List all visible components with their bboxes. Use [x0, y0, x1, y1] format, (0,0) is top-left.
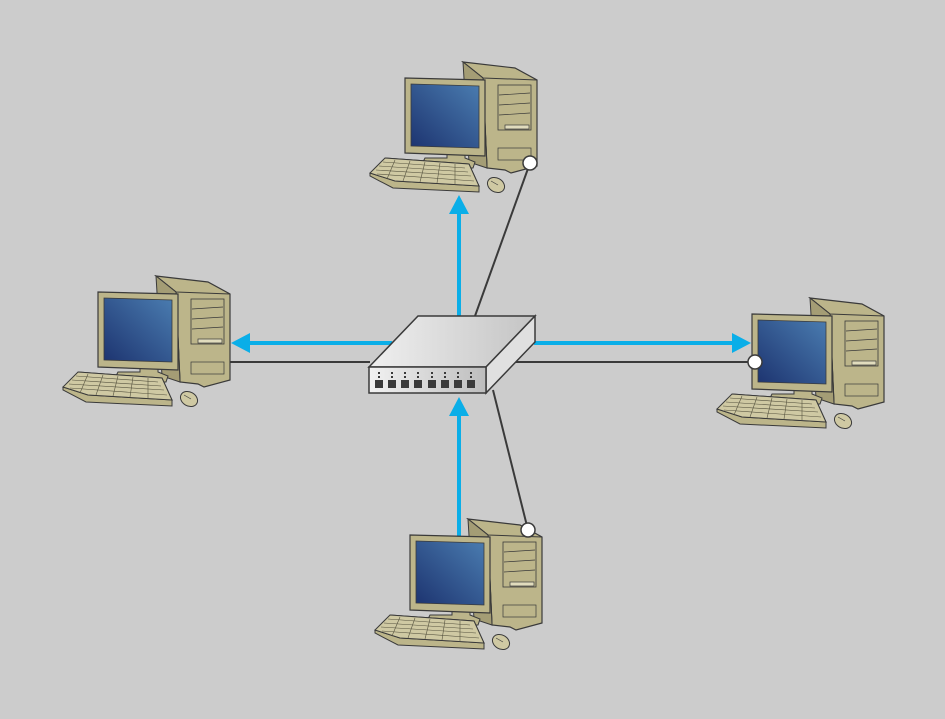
cables: [228, 162, 755, 531]
port-dot: [522, 155, 538, 171]
arrow-head-icon: [449, 397, 469, 416]
connection-points: [520, 155, 763, 538]
port-dot: [520, 522, 536, 538]
desktop-computer-icon[interactable]: [716, 297, 885, 433]
arrow-head-icon: [231, 333, 250, 353]
network-switch-icon[interactable]: [367, 314, 537, 395]
flow-arrows: [231, 195, 751, 540]
desktop-computer-icon[interactable]: [374, 518, 543, 654]
cable-top: [474, 162, 531, 317]
desktop-computer-icon[interactable]: [369, 61, 538, 197]
desktop-computer-icon[interactable]: [62, 275, 231, 411]
arrow-head-icon: [732, 333, 751, 353]
cable-bottom: [492, 389, 529, 531]
arrow-head-icon: [449, 195, 469, 214]
port-dot: [747, 354, 763, 370]
